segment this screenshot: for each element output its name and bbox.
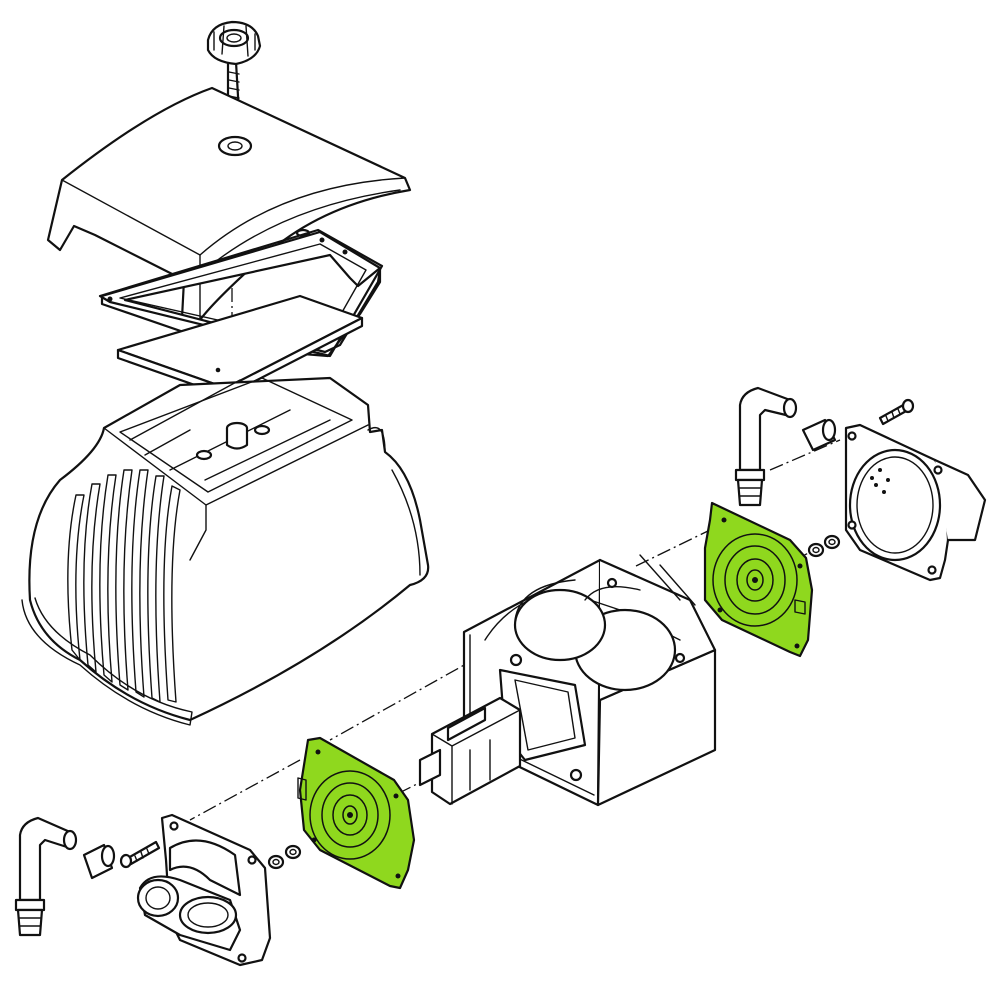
top-cover-washer [217,135,253,157]
right-chamber-housing [844,423,987,582]
piston-armature [418,696,522,806]
right-washers [807,534,841,558]
washer-right-icon [823,534,841,550]
left-screw [119,840,161,869]
main-body-shell [28,376,430,722]
right-elbow-fitting [734,386,837,507]
elbow-tube-right [738,386,792,472]
hex-nut-right-icon [807,542,825,558]
main-body-housing [21,376,430,726]
cooling-fins [67,469,181,703]
motor-coil-left [513,588,607,662]
elbow-tube-left [18,816,72,902]
axis-line-left-housing [189,759,301,821]
washer-left-icon [284,844,302,860]
diaphragm-right [703,501,814,658]
left-chamber-housing [136,813,272,967]
diaphragm-left [297,736,416,890]
top-cover [46,86,412,335]
diaphragm-right-plate [703,501,814,658]
hex-nut-left-icon [267,854,285,870]
axis-line-right-elbow [769,439,841,471]
axis-line-right-block [635,529,711,567]
left-washers [267,844,302,870]
top-cover-body [46,86,412,322]
left-elbow-fitting [14,816,116,937]
right-screw [878,398,915,426]
